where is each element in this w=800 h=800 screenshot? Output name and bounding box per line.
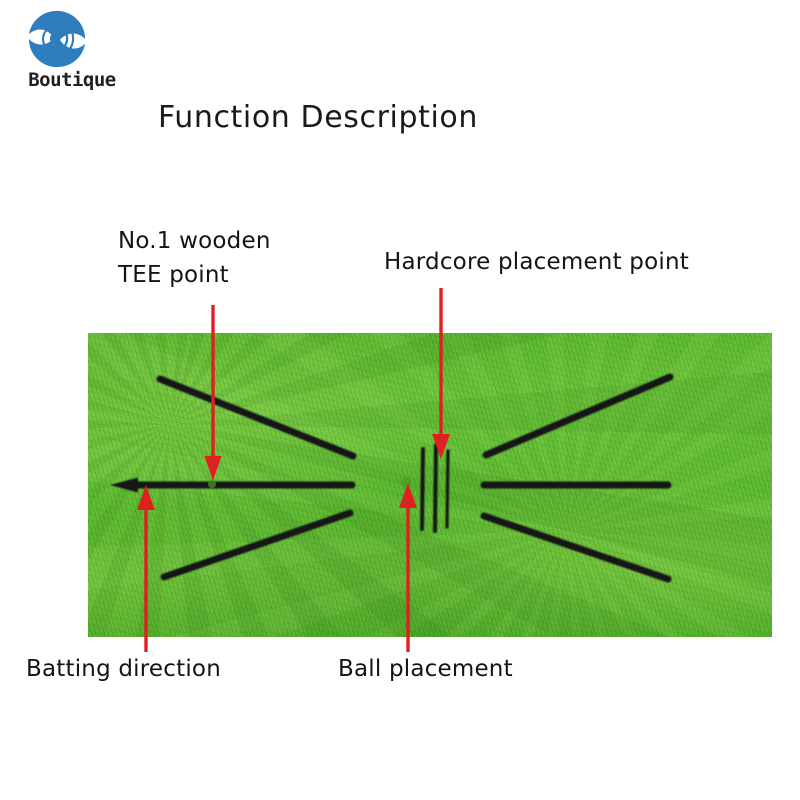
brand-name: Boutique: [28, 69, 116, 91]
label-batting-direction: Batting direction: [26, 656, 221, 682]
mat-markings: [110, 373, 674, 583]
batting-direction-arrowhead: [110, 477, 138, 493]
label-hardcore-placement-point: Hardcore placement point: [384, 249, 689, 275]
ball-placement-dot: [400, 477, 412, 489]
golf-practice-mat-photo: [88, 333, 772, 637]
label-tee-point-line1: No.1 wooden: [118, 228, 271, 254]
circular-swirl-logo-icon: [26, 8, 88, 70]
label-tee-point-line2: TEE point: [118, 262, 229, 288]
page-title: Function Description: [158, 100, 478, 135]
label-tee-point: No.1 wooden TEE point: [118, 224, 271, 292]
tee-point-dot: [208, 480, 216, 488]
label-ball-placement: Ball placement: [338, 656, 513, 682]
brand-logo-block: Boutique: [12, 6, 132, 96]
